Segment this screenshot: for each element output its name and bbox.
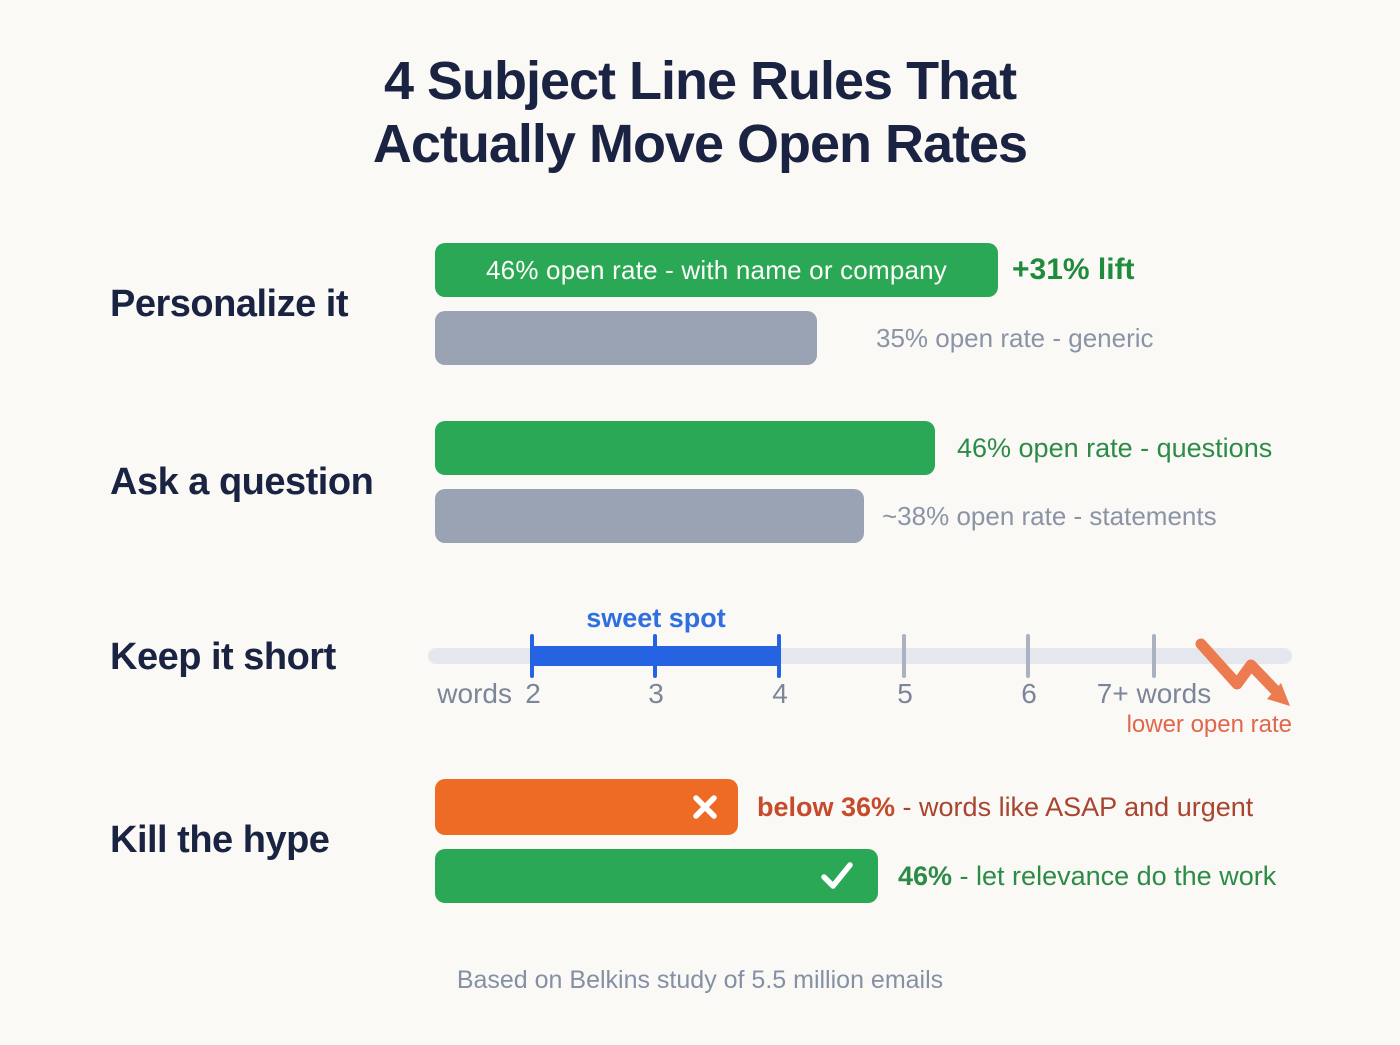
check-icon [821,862,853,889]
tick-mark-2 [530,634,534,678]
sweet-spot-label: sweet spot [586,603,726,633]
tick-label-3: 3 [648,678,664,709]
declining-arrow-icon [1195,638,1290,706]
tick-mark-4 [777,634,781,678]
rule-label-hype: Kill the hype [110,819,330,861]
rule-label-personalize: Personalize it [110,283,348,325]
bar-personalized-label: 46% open rate - with name or company [486,254,947,285]
bar-questions-open-rate [435,421,935,475]
bar-relevance [435,849,878,903]
axis-unit-label: words [437,678,512,709]
bar-hype-label: below 36% - words like ASAP and urgent [757,779,1253,835]
good-note-bold: 46% [898,861,953,891]
bar-generic-open-rate [435,311,817,365]
bad-note-rest: - words like ASAP and urgent [895,792,1254,822]
rule-label-short: Keep it short [110,636,336,678]
bar-relevance-label: 46% - let relevance do the work [898,849,1276,903]
lift-annotation: +31% lift [1012,253,1135,286]
tick-mark-5 [902,634,906,678]
tick-mark-7plus [1152,634,1156,678]
good-note-rest: - let relevance do the work [952,861,1277,891]
bar-statements-label: ~38% open rate - statements [882,501,1217,531]
lower-open-rate-label: lower open rate [1126,711,1292,738]
tick-label-4: 4 [772,678,788,709]
tick-label-5: 5 [897,678,913,709]
tick-mark-6 [1026,634,1030,678]
title-line-2: Actually Move Open Rates [372,113,1028,174]
bar-statements-open-rate [435,489,864,543]
bar-questions-label: 46% open rate - questions [957,433,1273,463]
bar-personalized-open-rate: 46% open rate - with name or company [435,243,998,297]
tick-label-2: 2 [525,678,541,709]
x-icon [693,795,717,819]
tick-mark-3 [653,634,657,678]
tick-label-6: 6 [1021,678,1037,709]
bar-hype-words [435,779,738,835]
tick-label-7plus: 7+ words [1096,678,1212,709]
source-note: Based on Belkins study of 5.5 million em… [456,966,944,994]
rule-label-question: Ask a question [110,461,374,503]
bar-generic-label: 35% open rate - generic [876,323,1154,353]
bad-note-bold: below 36% [757,792,896,822]
title-line-1: 4 Subject Line Rules That [383,51,1017,111]
